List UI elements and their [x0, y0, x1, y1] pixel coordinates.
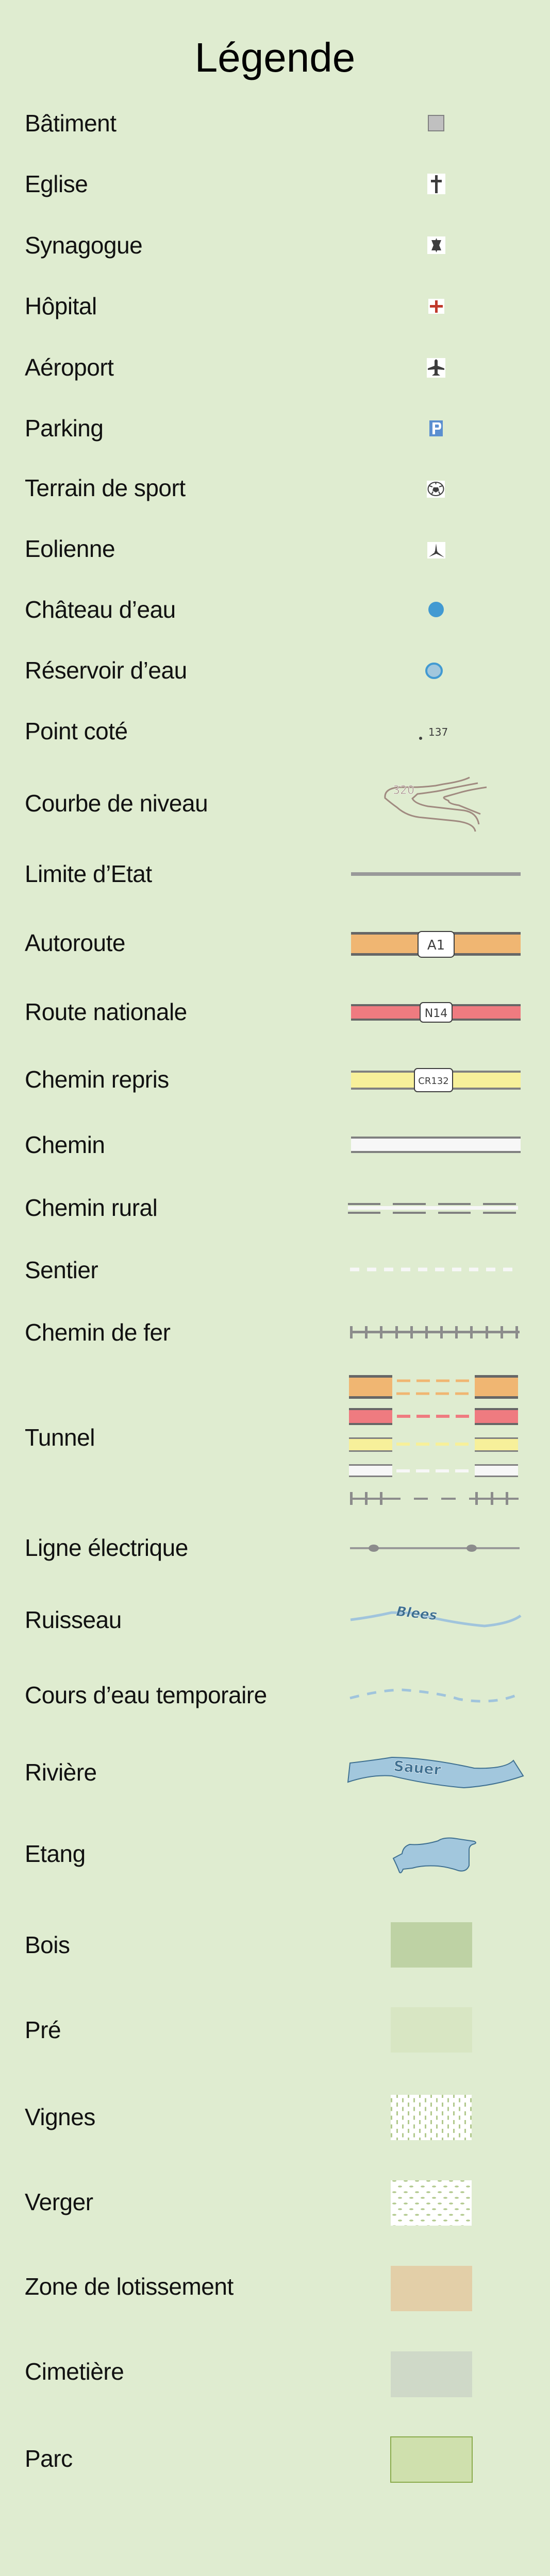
orchard-swatch	[391, 2180, 472, 2226]
label-chateau-deau: Château d’eau	[25, 596, 176, 623]
label-pre: Pré	[25, 2016, 61, 2043]
label-autoroute: Autoroute	[25, 929, 125, 956]
label-reservoir-deau: Réservoir d’eau	[25, 657, 187, 684]
path-road-symbol	[351, 1137, 521, 1153]
parking-icon	[429, 420, 443, 436]
label-parking: Parking	[25, 415, 104, 442]
reservoir-icon	[425, 663, 443, 679]
secondary-road-symbol: CR132	[351, 1068, 521, 1092]
label-point-cote: Point coté	[25, 718, 128, 744]
label-sentier: Sentier	[25, 1257, 98, 1283]
church-cross-icon	[427, 174, 445, 194]
national-road-shield-label: N14	[425, 1007, 447, 1020]
label-ruisseau: Ruisseau	[25, 1606, 122, 1633]
tunnel-symbol	[349, 1375, 519, 1505]
pond-shape	[392, 1837, 476, 1874]
label-chemin-rural: Chemin rural	[25, 1194, 158, 1221]
forest-swatch	[391, 1922, 472, 1968]
motorway-symbol: A1	[351, 931, 521, 958]
label-hopital: Hôpital	[25, 293, 97, 319]
label-eglise: Eglise	[25, 171, 88, 197]
stream-name: Blees	[395, 1604, 438, 1623]
label-ligne-electrique: Ligne électrique	[25, 1534, 188, 1561]
hospital-cross-icon	[428, 299, 444, 314]
soccer-ball-icon	[427, 481, 445, 498]
park-swatch	[390, 2436, 473, 2483]
water-tower-icon	[428, 602, 444, 617]
building-icon	[428, 115, 444, 131]
stream-symbol: Blees	[350, 1604, 522, 1628]
spot-height-icon: 137	[419, 726, 448, 740]
label-cimetiere: Cimetière	[25, 2358, 124, 2385]
rural-path-symbol	[348, 1203, 518, 1214]
legend-title: Légende	[194, 35, 356, 80]
river-symbol: Sauer	[347, 1756, 524, 1789]
wind-turbine-icon	[427, 542, 445, 558]
legend-symbols: 137 320 A1 N14 CR132	[347, 115, 524, 2483]
river-name: Sauer	[393, 1757, 442, 1778]
label-bois: Bois	[25, 1931, 70, 1958]
label-verger: Verger	[25, 2189, 93, 2215]
label-chemin-repris: Chemin repris	[25, 1066, 169, 1093]
motorway-shield-label: A1	[427, 938, 445, 953]
label-chemin: Chemin	[25, 1131, 105, 1158]
spot-height-value: 137	[428, 726, 448, 738]
state-border-line	[351, 872, 521, 876]
cemetery-swatch	[391, 2351, 472, 2397]
contour-lines-icon: 320	[384, 776, 487, 832]
label-vignes: Vignes	[25, 2104, 95, 2130]
meadow-swatch	[391, 2007, 472, 2053]
label-courbe-de-niveau: Courbe de niveau	[25, 790, 208, 817]
label-aeroport: Aéroport	[25, 354, 114, 381]
railway-symbol	[350, 1326, 520, 1338]
intermittent-stream-line	[349, 1688, 522, 1703]
label-limite-etat: Limite d’Etat	[25, 860, 152, 887]
power-line-symbol	[350, 1545, 520, 1552]
vineyard-swatch	[391, 2095, 472, 2140]
label-eolienne: Eolienne	[25, 535, 115, 562]
label-cours-deau-temporaire: Cours d’eau temporaire	[25, 1682, 267, 1708]
airplane-icon	[427, 358, 445, 378]
label-synagogue: Synagogue	[25, 232, 143, 259]
label-route-nationale: Route nationale	[25, 998, 187, 1025]
housing-zone-swatch	[391, 2266, 472, 2311]
label-terrain-de-sport: Terrain de sport	[25, 474, 186, 501]
label-parc: Parc	[25, 2445, 73, 2472]
secondary-road-shield-label: CR132	[418, 1076, 448, 1087]
label-zone-de-lotissement: Zone de lotissement	[25, 2273, 234, 2300]
national-road-symbol: N14	[351, 1002, 521, 1023]
contour-elevation-label: 320	[393, 784, 414, 797]
label-riviere: Rivière	[25, 1759, 97, 1786]
label-chemin-de-fer: Chemin de fer	[25, 1319, 171, 1346]
synagogue-star-icon	[427, 236, 445, 254]
label-etang: Etang	[25, 1840, 86, 1867]
label-tunnel: Tunnel	[25, 1424, 95, 1451]
label-batiment: Bâtiment	[25, 110, 116, 137]
